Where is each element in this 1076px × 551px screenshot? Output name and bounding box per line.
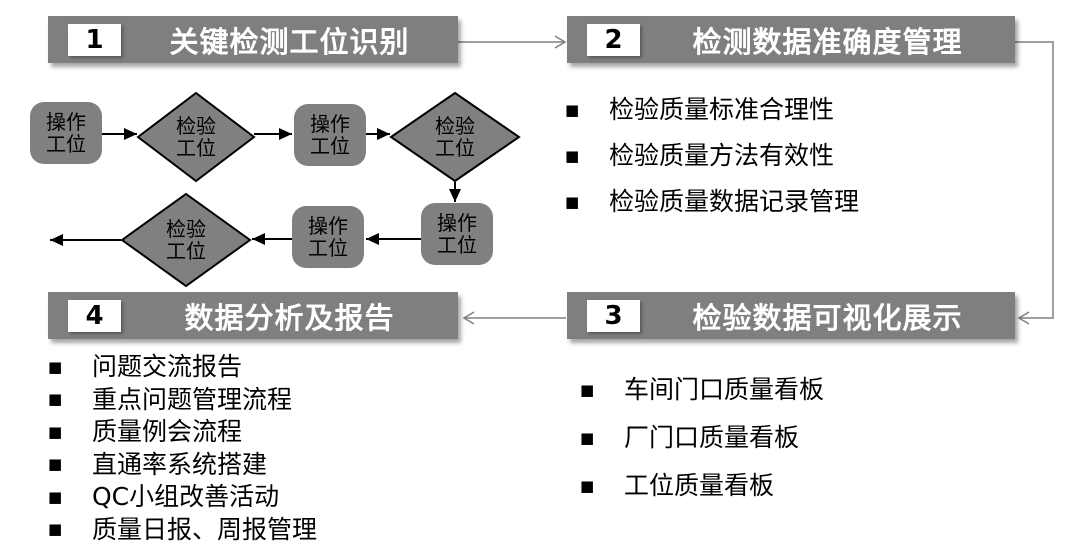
- bullet-square-icon: ■: [565, 100, 580, 119]
- list-item: ■ 检验质量方法有效性: [565, 141, 835, 170]
- section-1-number-badge: 1: [68, 23, 121, 56]
- bullet-square-icon: ■: [48, 390, 63, 408]
- section-2-number-badge: 2: [587, 23, 640, 56]
- section-3-list: ■ 车间门口质量看板 ■ 厂门口质量看板 ■ 工位质量看板: [580, 376, 824, 520]
- section-4-header: 4 数据分析及报告: [48, 292, 458, 339]
- list-item: ■ 检验质量标准合理性: [565, 95, 835, 124]
- list-item: ■ 质量日报、周报管理: [48, 514, 318, 544]
- list-item: ■ 工位质量看板: [580, 471, 775, 500]
- connector-header2-to-header3: [1014, 41, 1054, 325]
- list-item: ■ 车间门口质量看板: [580, 375, 825, 404]
- section-4-number-badge: 4: [68, 299, 121, 332]
- section-4-title: 数据分析及报告: [184, 300, 395, 335]
- list-item: ■ 直通率系统搭建: [48, 449, 268, 479]
- flow-node-inspection-2-shape: [389, 91, 521, 183]
- flow-node-inspection-3-shape: [120, 192, 252, 288]
- list-item: ■ 检验质量数据记录管理: [565, 187, 860, 216]
- flow-node-operation-2: 操作 工位: [294, 104, 366, 166]
- bullet-square-icon: ■: [580, 380, 595, 399]
- section-3-number-badge: 3: [587, 299, 640, 332]
- flow-node-inspection-3-label: 检验 工位: [166, 217, 206, 263]
- bullet-square-icon: ■: [48, 357, 63, 376]
- section-1-header: 1 关键检测工位识别: [48, 16, 458, 63]
- bullet-square-icon: ■: [48, 487, 63, 506]
- section-3-title: 检验数据可视化展示: [692, 300, 963, 335]
- section-3-header: 3 检验数据可视化展示: [567, 292, 1015, 339]
- flow-node-inspection-1-shape: [136, 91, 256, 183]
- flow-node-inspection-1-label: 检验 工位: [176, 114, 216, 160]
- section-4-list: ■ 问题交流报告 ■ 重点问题管理流程 ■ 质量例会流程 ■ 直通率系统搭建 ■…: [48, 353, 317, 548]
- list-item: ■ 重点问题管理流程: [48, 384, 293, 414]
- list-item: ■ 厂门口质量看板: [580, 423, 800, 452]
- list-item: ■ 问题交流报告: [48, 352, 243, 381]
- flow-node-inspection-2-label: 检验 工位: [435, 114, 475, 160]
- bullet-square-icon: ■: [48, 455, 63, 473]
- list-item: ■ QC小组改善活动: [48, 482, 280, 511]
- flow-node-operation-1: 操作 工位: [30, 102, 102, 164]
- section-2-header: 2 检测数据准确度管理: [567, 16, 1015, 63]
- bullet-square-icon: ■: [48, 422, 63, 441]
- bullet-square-icon: ■: [565, 192, 580, 211]
- flow-node-operation-3: 操作 工位: [421, 203, 493, 265]
- section-2-list: ■ 检验质量标准合理性 ■ 检验质量方法有效性 ■ 检验质量数据记录管理: [565, 96, 859, 234]
- bullet-square-icon: ■: [565, 146, 580, 165]
- section-1-title: 关键检测工位识别: [169, 24, 410, 59]
- list-item: ■ 质量例会流程: [48, 417, 243, 446]
- bullet-square-icon: ■: [580, 428, 595, 447]
- section-2-title: 检测数据准确度管理: [692, 24, 963, 59]
- flow-node-operation-4: 操作 工位: [292, 206, 364, 268]
- bullet-square-icon: ■: [580, 476, 595, 495]
- bullet-square-icon: ■: [48, 520, 63, 538]
